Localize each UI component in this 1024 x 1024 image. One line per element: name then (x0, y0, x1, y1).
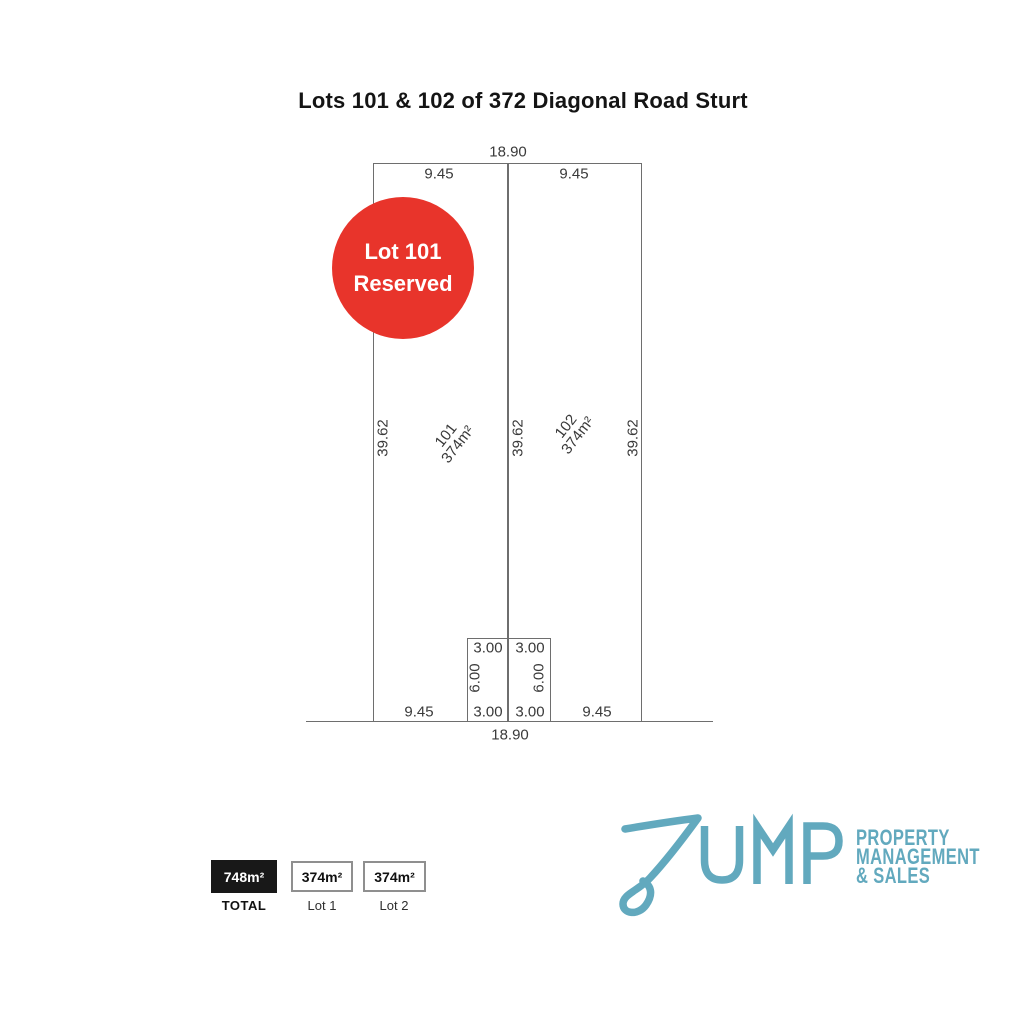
dim-easement-top-right: 3.00 (515, 639, 545, 657)
dim-top-lot2: 9.45 (559, 165, 589, 183)
logo-letter-m (753, 813, 793, 884)
dim-bottom-lot1: 9.45 (404, 703, 434, 721)
dim-bottom-total: 18.90 (491, 726, 529, 744)
dim-depth-middle: 39.62 (509, 419, 527, 457)
dim-bottom-lot2: 9.45 (582, 703, 612, 721)
easement-box (467, 638, 551, 722)
badge-line1: Lot 101 (364, 239, 442, 264)
legend-total-label: TOTAL (221, 898, 267, 913)
logo-letter-u (700, 826, 744, 884)
legend-total-value: 748m² (223, 868, 265, 885)
legend-lot1-box: 374m² (291, 861, 353, 892)
logo-letter-j (619, 814, 702, 917)
lot-divider-line (507, 163, 509, 722)
logo-brand-text: JUMP (0, 0, 1, 1)
logo-letter-p (803, 822, 843, 884)
logo-tagline-line1: PROPERTY (856, 825, 950, 850)
legend-total-box: 748m² (211, 860, 277, 893)
lot101-reserved-badge: Lot 101 Reserved (332, 197, 474, 339)
dim-easement-top-left: 3.00 (473, 639, 503, 657)
dim-depth-left: 39.62 (374, 419, 392, 457)
dim-top-total: 18.90 (489, 143, 527, 161)
dim-top-lot1: 9.45 (424, 165, 454, 183)
dim-easement-bottom-left: 3.00 (473, 703, 503, 721)
legend-lot1-value: 374m² (301, 868, 343, 885)
legend-lot2-box: 374m² (363, 861, 426, 892)
jump-logo-icon (619, 813, 843, 917)
legend-lot1-label: Lot 1 (307, 898, 337, 913)
badge-line2: Reserved (353, 271, 453, 296)
dim-easement-side-right: 6.00 (530, 663, 548, 693)
dim-easement-side-left: 6.00 (466, 663, 484, 693)
page-title: Lots 101 & 102 of 372 Diagonal Road Stur… (298, 88, 748, 113)
legend-lot2-value: 374m² (374, 868, 415, 885)
road-baseline (306, 720, 713, 722)
logo-tagline-line2: MANAGEMENT (856, 844, 980, 869)
logo-tagline: PROPERTY MANAGEMENT & SALES (856, 825, 980, 888)
dim-depth-right: 39.62 (624, 419, 642, 457)
dim-easement-bottom-right: 3.00 (515, 703, 545, 721)
legend-lot2-label: Lot 2 (379, 898, 409, 913)
logo-tagline-line3: & SALES (856, 863, 931, 888)
